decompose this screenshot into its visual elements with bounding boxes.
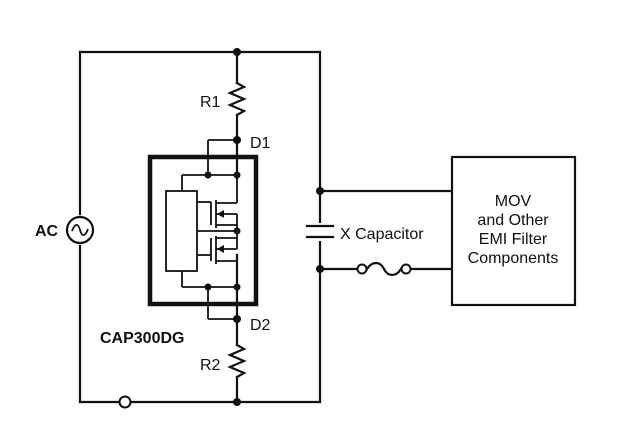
mosfet-lower [210, 236, 238, 287]
resistor-branch [227, 50, 247, 404]
x-capacitor [305, 223, 335, 241]
ic-cap300dg [147, 139, 259, 320]
ic-label: CAP300DG [100, 330, 184, 347]
junction-dots [204, 48, 324, 406]
resistor-r2 [227, 343, 247, 379]
x-capacitor-label: X Capacitor [340, 226, 424, 243]
filter-box-line-1: MOV [495, 193, 532, 210]
fuse-terminal-left [356, 263, 368, 275]
fuse-icon [365, 261, 403, 277]
outer-loop-wires [78, 50, 322, 404]
fuse-terminal-right [400, 263, 412, 275]
d1-label: D1 [250, 135, 271, 152]
emi-filter-box [450, 155, 577, 307]
filter-box-line-3: EMI Filter [479, 231, 548, 248]
mosfet-upper [210, 175, 238, 228]
filter-box-line-2: and Other [477, 212, 549, 229]
ac-label: AC [35, 223, 59, 240]
r1-label: R1 [200, 94, 221, 111]
r2-label: R2 [200, 357, 221, 374]
terminal-open-circle [118, 395, 132, 409]
filter-box-line-4: Components [468, 250, 559, 267]
resistor-r1 [227, 81, 247, 117]
ac-source [65, 215, 95, 245]
ic-controller-block [165, 190, 198, 272]
d2-label: D2 [250, 317, 271, 334]
